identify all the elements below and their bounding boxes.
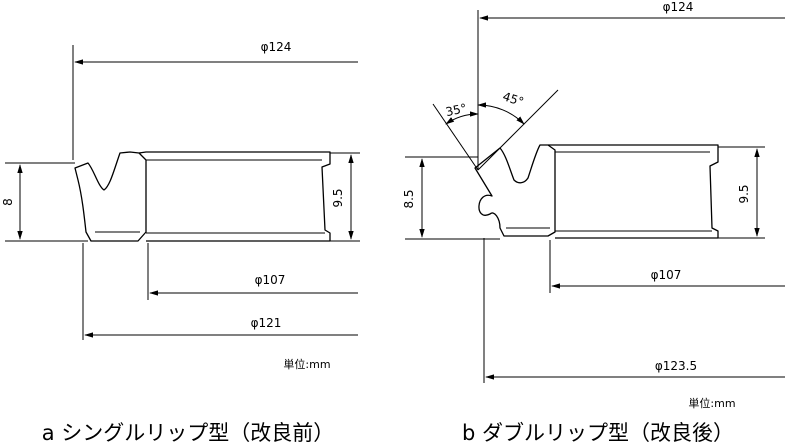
figure-b-inner-diameter: φ107 — [651, 268, 682, 282]
figure-a-unit: 単位:mm — [283, 357, 330, 371]
figure-b-angle-line-45 — [477, 89, 559, 171]
figure-b-angle-arc-35 — [445, 111, 479, 125]
figure-b-unit: 単位:mm — [688, 396, 735, 410]
figure-b-caption: b ダブルリップ型（改良後） — [462, 421, 734, 445]
figure-b-seal-profile — [474, 144, 556, 237]
figure-b-body-outline — [548, 144, 719, 239]
figure-b-double-lip: φ124 φ107 φ123.5 8.5 9.5 35° 45° 単位:mm b… — [402, 0, 785, 445]
figure-b-height-left: 8.5 — [402, 189, 416, 208]
figure-a-base-diameter: φ121 — [251, 316, 282, 330]
figure-a-caption: a シングルリップ型（改良前） — [42, 421, 335, 445]
figure-b-outer-diameter: φ124 — [663, 0, 694, 14]
figure-b-angle-arc-45 — [477, 102, 525, 125]
figure-a-single-lip: φ124 φ107 φ121 8 9.5 単位:mm a シングルリップ型（改良… — [1, 40, 360, 445]
figure-a-outer-diameter: φ124 — [261, 40, 292, 54]
figure-b-angle-35: 35° — [444, 101, 468, 119]
figure-a-height-left: 8 — [1, 198, 15, 206]
figure-b-height-right: 9.5 — [737, 184, 751, 203]
figure-a-seal-profile — [74, 151, 147, 242]
figure-a-body-outline — [138, 151, 331, 242]
figure-b-angle-45: 45° — [501, 89, 526, 109]
figure-b-base-diameter: φ123.5 — [655, 359, 697, 373]
figure-b-angle-line-35 — [432, 103, 479, 171]
figure-a-inner-diameter: φ107 — [255, 273, 286, 287]
figure-a-height-right: 9.5 — [331, 188, 345, 207]
